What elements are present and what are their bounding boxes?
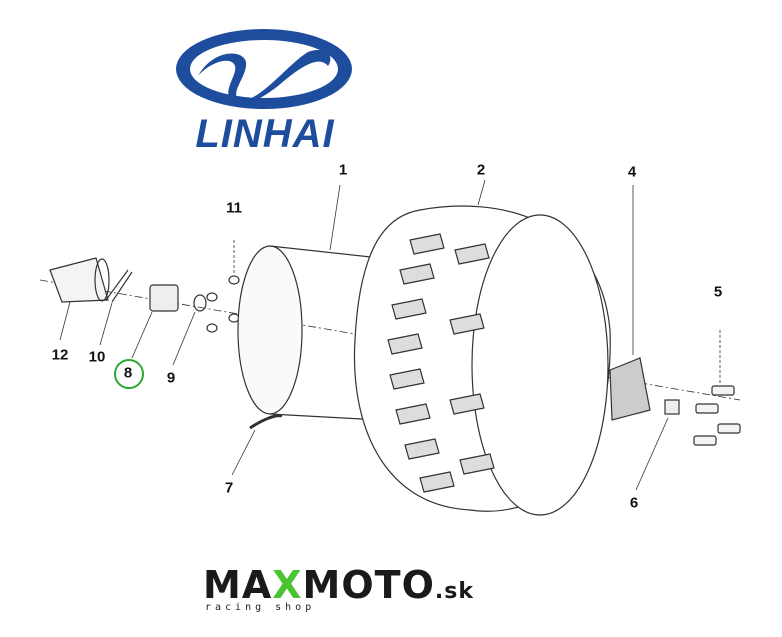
castle-nut	[149, 284, 179, 312]
callout-2: 2	[476, 161, 486, 179]
callout-7: 7	[224, 479, 234, 497]
callout-11: 11	[226, 199, 242, 217]
logo-suffix: .sk	[434, 579, 474, 604]
callout-4: 4	[627, 163, 637, 181]
logo-part: MOTO	[302, 563, 435, 607]
wheel-exploded-view	[39, 179, 741, 516]
linhai-logo-text: LINHAI	[195, 112, 335, 156]
callout-8: 8	[123, 364, 133, 382]
wheel-hub	[609, 357, 651, 421]
highlight-circle	[114, 359, 144, 389]
callout-5: 5	[713, 283, 723, 301]
linhai-logo-emblem	[176, 29, 352, 109]
wheel-bolts	[693, 385, 741, 446]
maxmoto-logo: MAXMOTO.sk	[203, 566, 474, 611]
rim	[237, 245, 303, 415]
logo-accent-x: X	[272, 563, 303, 607]
cotter-pin	[105, 269, 133, 303]
valve-stem	[249, 414, 283, 430]
hub-cap	[49, 257, 109, 303]
callout-12: 12	[51, 346, 69, 364]
logo-part: MA	[203, 563, 273, 607]
logo-tagline: racing shop	[205, 602, 316, 613]
hub-nut	[664, 399, 680, 415]
callout-6: 6	[629, 494, 639, 512]
callout-10: 10	[88, 348, 106, 366]
callout-1: 1	[338, 161, 348, 179]
callout-9: 9	[166, 369, 176, 387]
washer	[193, 294, 207, 312]
